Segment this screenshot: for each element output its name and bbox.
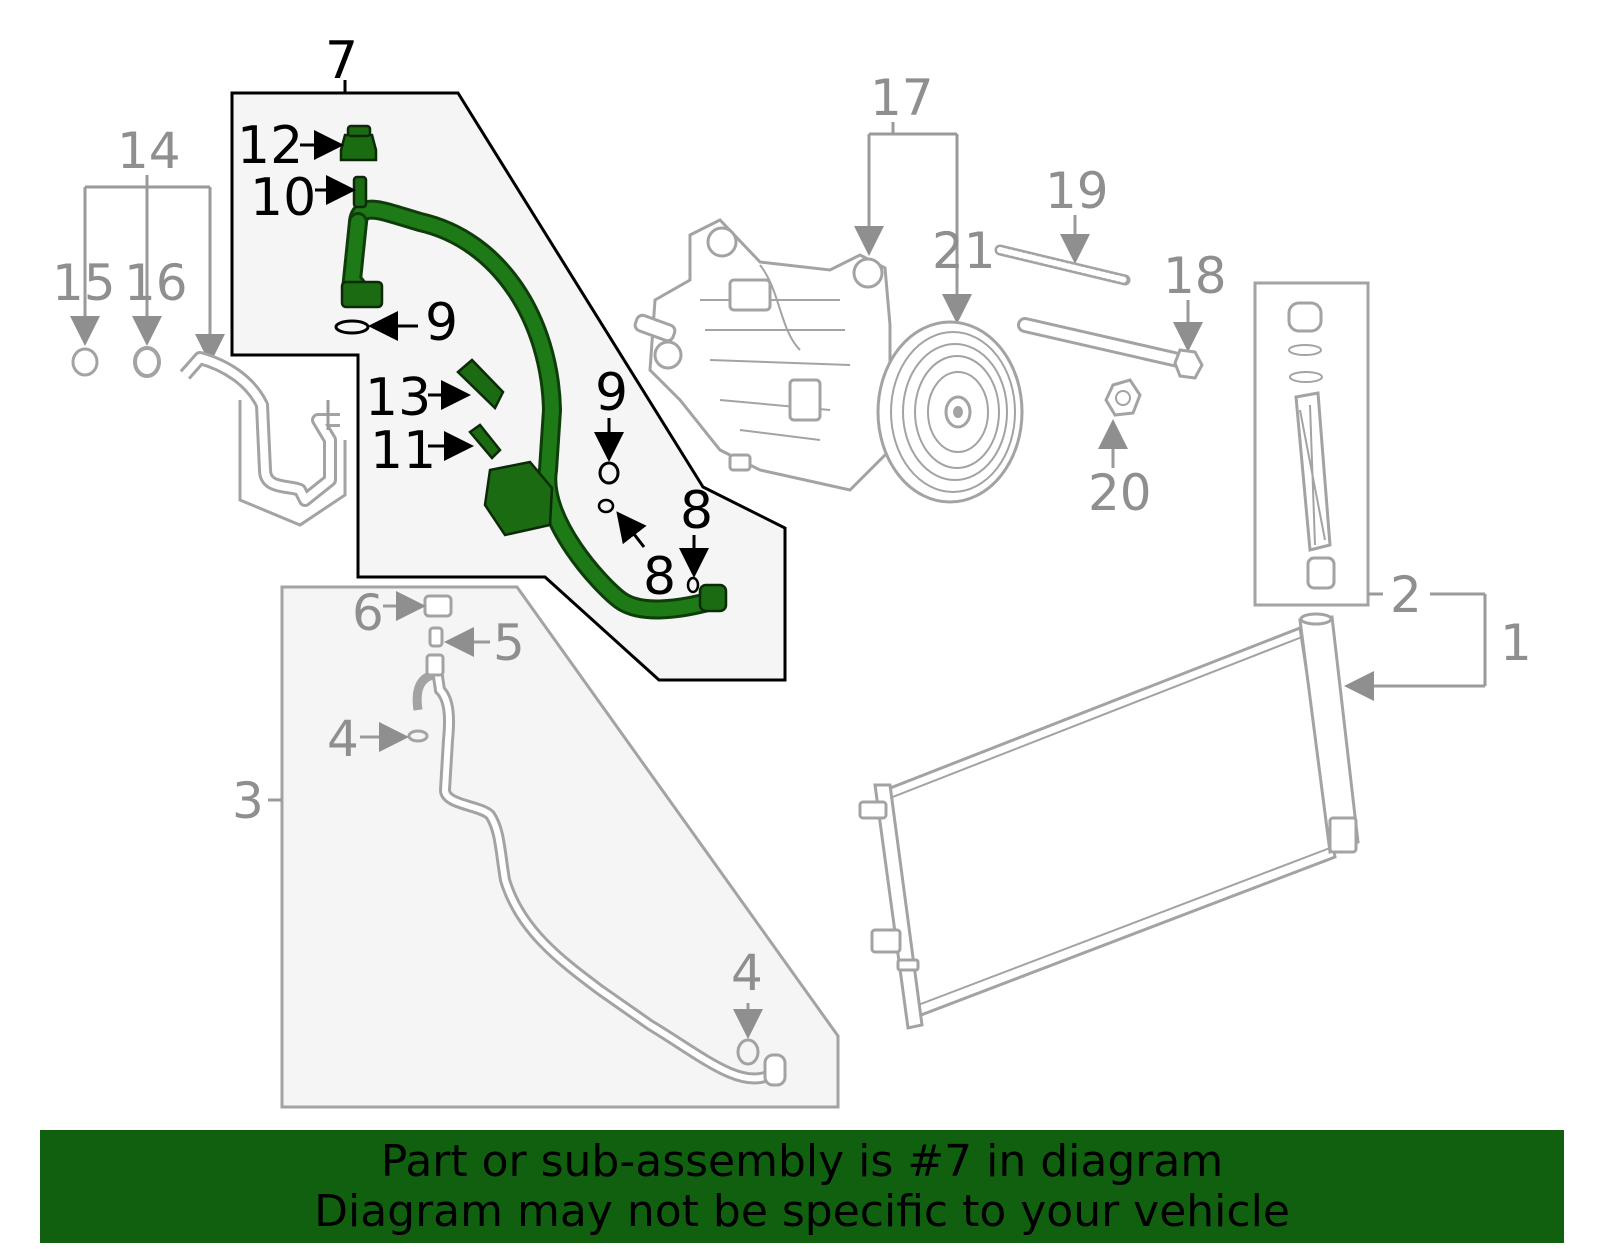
liquid-line-pipe	[412, 653, 787, 1087]
condenser-1[interactable]: 1	[858, 592, 1532, 1030]
o-ring-9-right	[598, 461, 620, 485]
callout-4a: 4	[327, 710, 359, 768]
callout-6: 6	[352, 584, 384, 642]
compressor-body	[633, 218, 892, 492]
callout-9b: 9	[595, 363, 628, 423]
cap-6	[423, 594, 453, 618]
bolt-18[interactable]: 18	[1017, 247, 1227, 380]
callout-7: 7	[325, 31, 358, 91]
callout-19: 19	[1045, 162, 1109, 220]
callout-17: 17	[870, 69, 934, 127]
liquid-line-panel-3[interactable]: 3 6 5 4 4	[232, 584, 840, 1109]
valve-core-10	[352, 175, 368, 209]
o-ring-4-bottom	[736, 1038, 760, 1066]
valve-11	[468, 423, 502, 460]
nut-20[interactable]: 20	[1088, 378, 1152, 522]
drier-parts	[1287, 301, 1336, 590]
callout-9a: 9	[425, 293, 458, 353]
callout-4b: 4	[731, 944, 763, 1002]
manifold-group-14[interactable]: 14 15 16	[52, 122, 347, 527]
callout-1: 1	[1500, 614, 1532, 672]
callout-11: 11	[370, 421, 436, 481]
hose-assembly-panel-7[interactable]: 7 12 10	[230, 31, 787, 682]
callout-13: 13	[365, 368, 431, 428]
o-ring-8-left	[597, 498, 615, 514]
o-ring-15	[71, 347, 99, 377]
callout-14: 14	[117, 122, 181, 180]
drier-panel-2[interactable]: 2	[1253, 281, 1422, 624]
callout-8a: 8	[643, 547, 676, 607]
o-ring-4-top	[407, 729, 429, 743]
condenser-core	[858, 612, 1360, 1030]
callout-12: 12	[237, 116, 303, 176]
callout-16: 16	[124, 254, 188, 312]
footer-line-1: Part or sub-assembly is #7 in diagram	[380, 1135, 1224, 1187]
clutch-pulley-21	[876, 320, 1024, 504]
nut-20-part	[1104, 378, 1142, 417]
stud-19-part	[994, 244, 1131, 286]
callout-18: 18	[1163, 247, 1227, 305]
compressor-17[interactable]: 17 21	[633, 69, 1024, 504]
footer-banner: Part or sub-assembly is #7 in diagram Di…	[40, 1130, 1564, 1243]
o-ring-8-right	[686, 576, 700, 594]
o-ring-16	[133, 346, 161, 378]
footer-line-2: Diagram may not be specific to your vehi…	[314, 1185, 1290, 1237]
callout-10: 10	[250, 168, 316, 228]
callout-2: 2	[1390, 566, 1422, 624]
callout-15: 15	[52, 254, 116, 312]
callout-21: 21	[932, 222, 996, 280]
manifold-pipe-14	[179, 351, 347, 527]
callout-8b: 8	[680, 481, 713, 541]
callout-20: 20	[1088, 464, 1152, 522]
callout-5: 5	[493, 614, 525, 672]
switch-13	[456, 358, 505, 411]
valve-core-5	[428, 626, 444, 648]
stud-19[interactable]: 19	[994, 162, 1131, 286]
callout-3: 3	[232, 772, 264, 830]
suction-hose-green	[340, 199, 728, 620]
bolt-18-part	[1017, 317, 1204, 380]
